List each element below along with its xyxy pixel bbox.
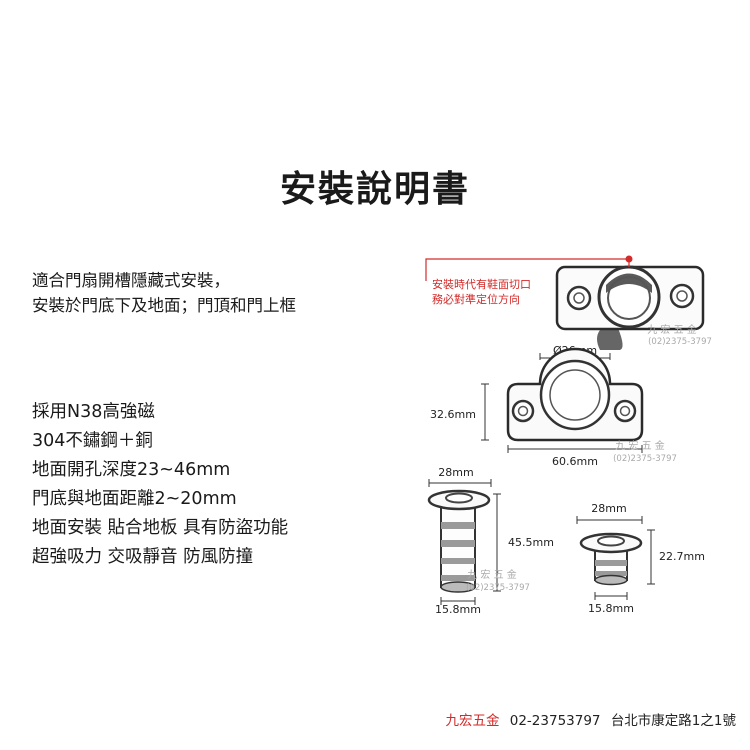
callout-line: [425, 258, 629, 281]
plate-front-view: Ø26mm 32.6mm 60.6mm: [430, 344, 644, 468]
spec-item: 採用N38高強磁: [32, 402, 155, 422]
spec-item: 地面開孔深度23~46mm: [32, 460, 231, 480]
watermark-name: 九 宏 五 金: [615, 439, 665, 452]
watermark-phone: (02)2375-3797: [613, 454, 677, 464]
intro-line: 安裝於門底下及地面；門頂和門上框: [32, 296, 296, 315]
floor-socket-short: 28mm 22.7mm 15.8mm: [576, 502, 705, 615]
spec-list: 採用N38高強磁 304不鏽鋼＋銅 地面開孔深度23~46mm 門底與地面距離2…: [32, 398, 288, 572]
callout-line-2: 務必對準定位方向: [432, 292, 520, 306]
intro-line: 適合門扇開槽隱藏式安裝，: [32, 271, 230, 290]
watermark-phone: (02)2375-3797: [648, 337, 712, 347]
page-title: 安裝說明書: [279, 169, 470, 210]
dim-small-length: 22.7mm: [659, 550, 705, 563]
footer-brand: 九宏五金: [445, 713, 500, 729]
footer-address: 台北市康定路1之1號: [610, 713, 736, 729]
watermark-name: 九 宏 五 金: [467, 568, 517, 581]
dim-small-body: 15.8mm: [588, 602, 634, 615]
watermark-name: 九 宏 五 金: [647, 323, 697, 336]
dim-plate-width: 60.6mm: [552, 455, 598, 468]
intro-text: 適合門扇開槽隱藏式安裝， 安裝於門底下及地面；門頂和門上框: [32, 268, 296, 318]
dim-big-body: 15.8mm: [435, 603, 481, 616]
footer-phone: 02-23753797: [509, 713, 601, 729]
watermark-phone: (02)2375-3797: [466, 583, 530, 593]
footer-contact: 九宏五金 02-23753797 台北市康定路1之1號: [445, 709, 736, 729]
dim-small-cap: 28mm: [591, 502, 626, 515]
spec-item: 超強吸力 交吸靜音 防風防撞: [32, 547, 254, 567]
spec-item: 地面安裝 貼合地板 具有防盜功能: [32, 518, 289, 538]
callout-line-1: 安裝時代有鞋面切口: [432, 277, 531, 291]
dim-plate-height: 32.6mm: [430, 408, 476, 421]
floor-socket-long: 28mm 45.5mm 15.8mm: [427, 466, 554, 616]
dim-big-length: 45.5mm: [508, 536, 554, 549]
door-plate-top-view: [555, 265, 705, 350]
spec-item: 304不鏽鋼＋銅: [32, 431, 153, 451]
spec-item: 門底與地面距離2~20mm: [32, 489, 237, 509]
dim-big-cap: 28mm: [438, 466, 473, 479]
